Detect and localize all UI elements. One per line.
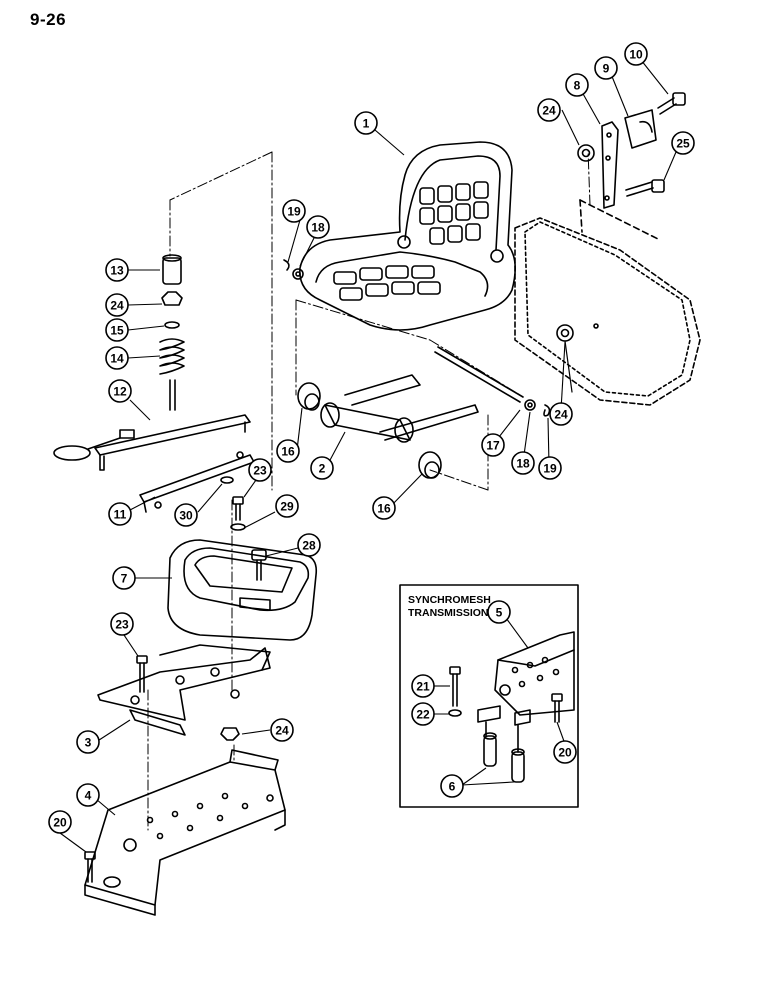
callout-21: 21 xyxy=(411,674,435,698)
callout-30-label: 30 xyxy=(179,509,193,523)
callout-19b-label: 19 xyxy=(543,462,557,476)
callout-20-main: 20 xyxy=(48,810,72,834)
callout-24-lower: 24 xyxy=(270,718,294,742)
callout-23-lower: 23 xyxy=(110,612,134,636)
callout-30: 30 xyxy=(174,503,198,527)
seat-base-housing xyxy=(167,539,318,641)
callout-23a-label: 23 xyxy=(253,464,267,478)
callout-22: 22 xyxy=(411,702,435,726)
seat xyxy=(299,141,516,331)
callout-20b-label: 20 xyxy=(558,746,572,760)
callout-28-label: 28 xyxy=(302,539,316,553)
suspension-frame xyxy=(283,259,551,479)
callout-29: 29 xyxy=(275,494,299,518)
adjuster-rail-lower xyxy=(139,451,255,513)
callout-21-label: 21 xyxy=(416,680,430,694)
page-number: 9-26 xyxy=(30,10,67,29)
callout-16-left: 16 xyxy=(276,439,300,463)
callout-13-label: 13 xyxy=(110,264,124,278)
callout-20a-label: 20 xyxy=(53,816,67,830)
callout-25-label: 25 xyxy=(676,137,690,151)
leader-lines xyxy=(59,59,680,853)
callout-24a-label: 24 xyxy=(110,299,124,313)
callout-14: 14 xyxy=(105,346,129,370)
callout-18b-label: 18 xyxy=(516,457,530,471)
callout-16b-label: 16 xyxy=(377,502,391,516)
seat-backplate xyxy=(514,92,701,406)
alignment-lines xyxy=(147,149,591,831)
callout-13: 13 xyxy=(105,258,129,282)
callout-11-label: 11 xyxy=(114,508,127,522)
callout-24-bracket: 24 xyxy=(537,98,561,122)
callout-18a-label: 18 xyxy=(311,221,325,235)
callout-2: 2 xyxy=(310,456,334,480)
callout-4-label: 4 xyxy=(85,789,92,803)
synchromesh-inset-box xyxy=(399,584,579,808)
callout-20-inset: 20 xyxy=(553,740,577,764)
callout-17: 17 xyxy=(481,433,505,457)
callout-6-label: 6 xyxy=(449,780,456,794)
callout-18-upper: 18 xyxy=(306,215,330,239)
callout-24c-label: 24 xyxy=(554,408,568,422)
mounting-bracket xyxy=(97,644,271,741)
callout-5-label: 5 xyxy=(496,606,503,620)
callout-6: 6 xyxy=(440,774,464,798)
suspension-spring-stack xyxy=(159,254,185,411)
callout-16-right: 16 xyxy=(372,496,396,520)
callout-19-upper: 19 xyxy=(282,199,306,223)
callout-9: 9 xyxy=(594,56,618,80)
small-fasteners xyxy=(220,476,246,531)
callout-24-panel: 24 xyxy=(549,402,573,426)
callout-4: 4 xyxy=(76,783,100,807)
callout-10-label: 10 xyxy=(629,48,643,62)
callout-5: 5 xyxy=(487,600,511,624)
callout-2-label: 2 xyxy=(319,462,326,476)
callout-8: 8 xyxy=(565,73,589,97)
callout-23b-label: 23 xyxy=(115,618,129,632)
callout-12-label: 12 xyxy=(113,385,127,399)
callout-19a-label: 19 xyxy=(287,205,301,219)
callout-29-label: 29 xyxy=(280,500,294,514)
seat-support-frame xyxy=(84,749,286,916)
callout-14-label: 14 xyxy=(110,352,124,366)
callout-24-spring: 24 xyxy=(105,293,129,317)
callout-25: 25 xyxy=(671,131,695,155)
callout-9-label: 9 xyxy=(603,62,610,76)
callouts: 1 2 3 4 5 6 7 8 9 10 11 12 13 14 15 16 1… xyxy=(48,42,695,834)
callout-7: 7 xyxy=(112,566,136,590)
callout-17-label: 17 xyxy=(486,439,500,453)
callout-1: 1 xyxy=(354,111,378,135)
callout-1-label: 1 xyxy=(363,117,370,131)
callout-15: 15 xyxy=(105,318,129,342)
callout-28: 28 xyxy=(297,533,321,557)
callout-15-label: 15 xyxy=(110,324,124,338)
adjuster-rail-upper xyxy=(53,414,251,471)
callout-24d-label: 24 xyxy=(275,724,289,738)
callout-8-label: 8 xyxy=(574,79,581,93)
callout-3: 3 xyxy=(76,730,100,754)
callout-3-label: 3 xyxy=(85,736,92,750)
callout-23-upper: 23 xyxy=(248,458,272,482)
callout-16a-label: 16 xyxy=(281,445,295,459)
callout-22-label: 22 xyxy=(416,708,430,722)
callout-18-lower: 18 xyxy=(511,451,535,475)
callout-24b-label: 24 xyxy=(542,104,556,118)
callout-12: 12 xyxy=(108,379,132,403)
callout-10: 10 xyxy=(624,42,648,66)
callout-7-label: 7 xyxy=(121,572,128,586)
inset-title-line2: TRANSMISSION xyxy=(408,607,489,619)
callout-19-lower: 19 xyxy=(538,456,562,480)
inset-title-line1: SYNCHROMESH xyxy=(408,594,491,606)
callout-11: 11 xyxy=(108,502,132,526)
